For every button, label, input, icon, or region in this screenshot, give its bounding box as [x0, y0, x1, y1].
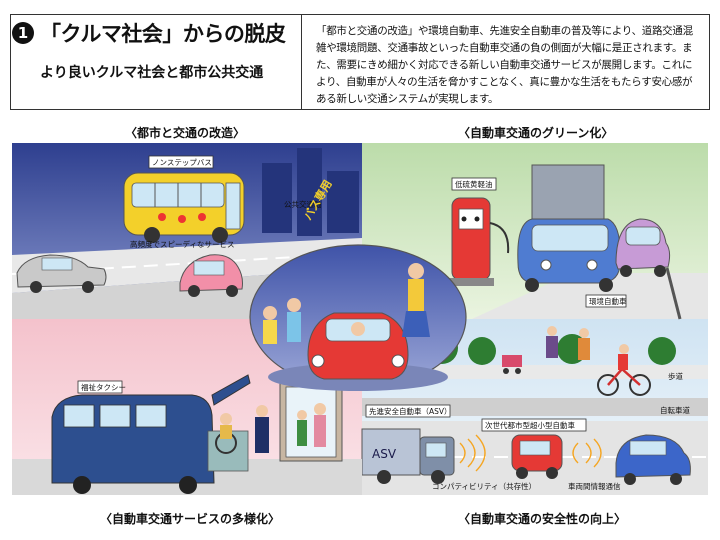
label-public-transit-axis: 公共交通軸 [284, 199, 322, 209]
label-asv: 先進安全自動車（ASV） [369, 406, 452, 416]
description-box: 「都市と交通の改造」や環境自動車、先進安全自動車の普及等により、道路交通混雑や環… [302, 14, 710, 110]
pink-car [179, 254, 243, 297]
asv-plate-text: ASV [372, 447, 397, 461]
label-box-next-gen [481, 418, 587, 432]
label-box-asv [365, 404, 451, 418]
section-heading-urban-transport: 〈都市と交通の改造〉 [125, 126, 246, 140]
transport-illustration: ノンステップバス 公共交通軸 高頻度でスピーディなサービス バス専用 低硫黄軽油… [12, 143, 708, 495]
wheelchair-user [215, 413, 237, 454]
label-box-welfare-taxi [77, 380, 123, 394]
label-box-low-sulfur [451, 177, 497, 191]
description-text: 「都市と交通の改造」や環境自動車、先進安全自動車の普及等により、道路交通混雑や環… [316, 25, 693, 105]
label-eco-vehicle: 環境自動車 [589, 296, 627, 306]
radar-waves [459, 434, 602, 472]
city-skyline [262, 148, 359, 236]
label-box-eco-vehicle [585, 294, 627, 308]
label-next-gen-car: 次世代都市型超小型自動車 [485, 420, 575, 430]
label-sidewalk: 歩道 [668, 371, 683, 381]
eco-truck [517, 164, 621, 292]
section-heading-safety: 〈自動車交通の安全性の向上〉 [458, 512, 627, 526]
page-subtitle: より良いクルマ社会と都市公共交通 [40, 65, 264, 81]
eco-small-car [615, 218, 671, 277]
silver-car [16, 254, 107, 293]
page-title: 「クルマ社会」からの脱皮 [40, 22, 286, 46]
label-box-nonstep-bus [148, 155, 214, 169]
pedestrians [502, 326, 590, 374]
section-heading-diversification: 〈自動車交通サービスの多様化〉 [100, 512, 281, 526]
label-compatibility: コンパティビリティ（共存性） [432, 481, 536, 491]
label-v2v: 車両間情報通信 [568, 481, 621, 491]
nonstep-bus [123, 172, 245, 243]
helpers [255, 403, 326, 453]
next-gen-small-car [511, 434, 563, 479]
title-box [10, 14, 302, 110]
label-low-sulfur-diesel: 低硫黄軽油 [455, 179, 493, 189]
cyclist [597, 344, 651, 396]
label-bike-lane: 自転車道 [660, 405, 690, 415]
section-heading-green: 〈自動車交通のグリーン化〉 [458, 126, 614, 140]
fuel-pump [448, 197, 510, 286]
label-nonstep-bus: ノンステップバス [152, 158, 212, 167]
center-family-scene [249, 244, 467, 391]
blue-car [615, 434, 691, 485]
label-frequent-service: 高頻度でスピーディなサービス [130, 239, 234, 249]
welfare-taxi [51, 374, 251, 494]
asv-truck: ASV [361, 428, 455, 484]
label-welfare-taxi: 福祉タクシー [81, 382, 126, 392]
title-number-badge: 1 [12, 22, 34, 44]
